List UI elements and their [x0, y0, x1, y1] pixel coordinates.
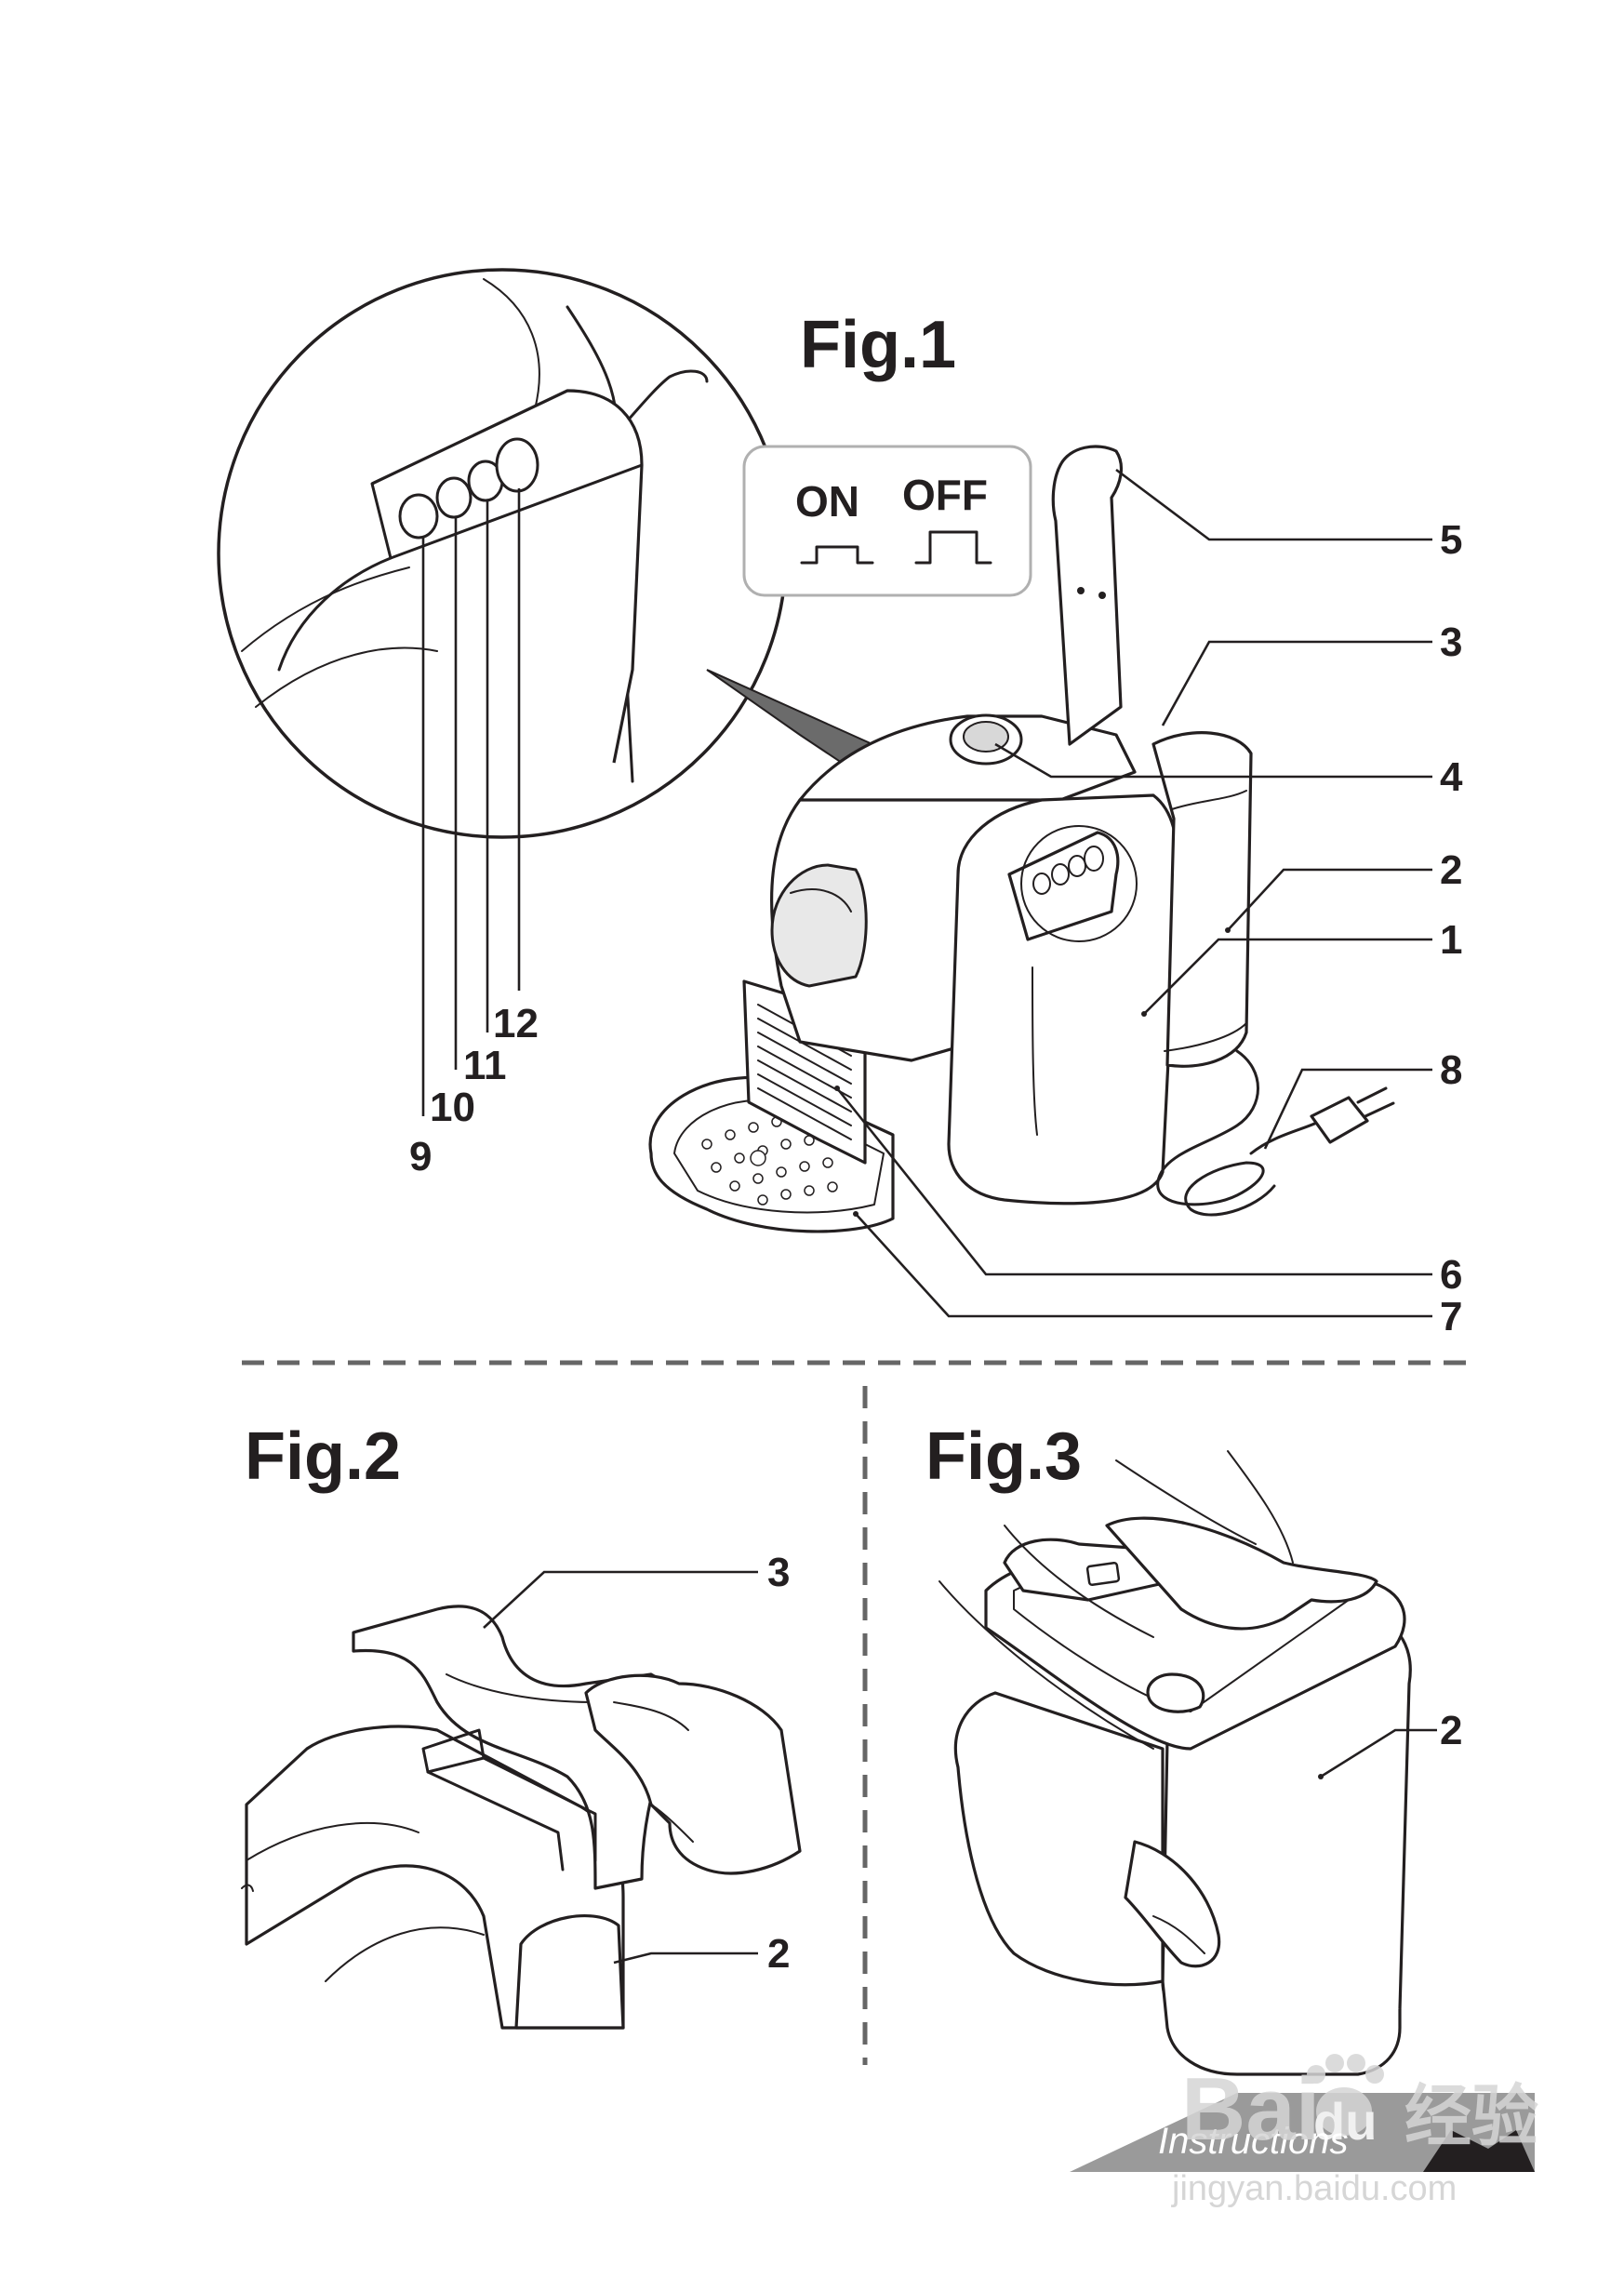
callout-4: 4: [1440, 754, 1463, 800]
callout-3: 3: [1440, 619, 1462, 665]
fig1-title: Fig.1: [800, 308, 956, 382]
footer-band: Instructions: [1070, 2093, 1535, 2172]
fig2-callout-2: 2: [767, 1931, 790, 1977]
callout-7: 7: [1440, 1294, 1462, 1339]
fig3-title: Fig.3: [925, 1419, 1082, 1494]
button-callout-9: 9: [409, 1134, 432, 1179]
callout-8: 8: [1440, 1047, 1462, 1093]
figure-3: Fig.3 2: [925, 1419, 1462, 2076]
button-callout-11: 11: [463, 1043, 507, 1088]
fig2-title: Fig.2: [245, 1419, 401, 1494]
coffee-machine: [648, 445, 1395, 1233]
figure-2: Fig.2 3 2: [241, 1419, 802, 2030]
switch-off-label: OFF: [902, 471, 988, 519]
fig3-callout-2: 2: [1440, 1708, 1462, 1753]
watermark-site: jingyan.baidu.com: [1171, 2169, 1457, 2208]
magnifier-detail: [217, 268, 788, 1116]
figure-1: Fig.1 9 10 11 12: [217, 268, 1463, 1339]
callout-2: 2: [1440, 847, 1462, 893]
paw-icon: [1307, 2054, 1384, 2136]
power-switch-legend: ON OFF: [742, 445, 1032, 597]
drip-grid-dots: [701, 1116, 838, 1206]
callout-6: 6: [1440, 1252, 1462, 1298]
button-callout-10: 10: [430, 1085, 475, 1130]
fig2-callout-3: 3: [767, 1550, 790, 1595]
baidu-watermark: Bai du 经验 jingyan.baidu.com: [1171, 2054, 1538, 2208]
watermark-brand: Bai: [1181, 2059, 1320, 2159]
footer-label: Instructions: [1158, 2121, 1349, 2162]
switch-on-label: ON: [795, 477, 859, 526]
callout-5: 5: [1440, 517, 1462, 563]
watermark-brand-2: du: [1313, 2092, 1377, 2151]
button-callout-12: 12: [493, 1001, 539, 1046]
watermark-cn: 经验: [1404, 2080, 1538, 2154]
callout-1: 1: [1440, 917, 1462, 963]
